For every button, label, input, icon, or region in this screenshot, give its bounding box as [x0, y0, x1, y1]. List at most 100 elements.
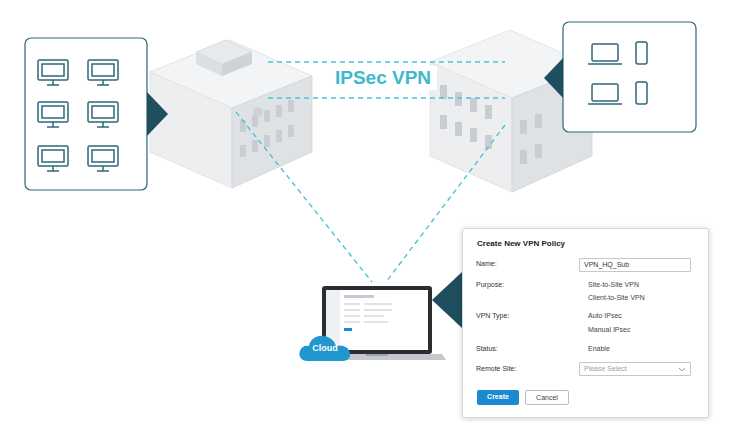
- cloud-badge: Cloud: [298, 334, 352, 362]
- hq-device-panel-part-part: [92, 150, 114, 162]
- hq-device-panel-part-part: [47, 126, 59, 128]
- laptop-part: [326, 290, 428, 350]
- branch-building-part-part: [520, 120, 527, 134]
- option-text: Enable: [588, 345, 610, 353]
- chevron-icon: [678, 367, 686, 373]
- hq-building-part: [253, 107, 263, 117]
- hq-device-panel-part-part: [38, 102, 68, 122]
- laptop-part-part: [344, 303, 360, 305]
- hq-device-panel-part-part: [38, 60, 68, 80]
- hq-device-panel-part-part: [42, 150, 64, 162]
- hq-building-part-part: [288, 125, 294, 137]
- hq-device-panel-part-part: [42, 64, 64, 76]
- laptop-part: [322, 286, 432, 354]
- hq-building-part: [196, 52, 222, 76]
- primary-button: Create: [477, 390, 519, 405]
- button-text: Cancel: [526, 391, 568, 402]
- select-placeholder: Please Select: [580, 363, 690, 373]
- hq-building-part: [222, 52, 252, 76]
- option-text: Manual IPsec: [588, 326, 630, 334]
- branch-building-part-part: [470, 128, 477, 142]
- branch-device-panel-part: [544, 58, 563, 98]
- dialog-pointer: [432, 272, 462, 328]
- hq-device-panel-part-part: [42, 106, 64, 118]
- hq-device-panel-part-part: [88, 60, 118, 80]
- laptop-part-part: [344, 309, 360, 311]
- hq-device-panel-part: [38, 60, 118, 171]
- branch-device-panel: [544, 22, 696, 132]
- vpn-tunnel-lines-part: [268, 61, 505, 62]
- tunnel-label: IPSec VPN: [329, 66, 437, 90]
- hq-device-panel-part: [147, 92, 168, 136]
- hq-device-panel-part-part: [97, 126, 109, 128]
- hq-device-panel-part-part: [38, 146, 68, 166]
- branch-building-part-part: [535, 144, 542, 158]
- laptop-part-part: [364, 309, 392, 311]
- branch-building-part-part: [440, 85, 447, 99]
- vpn-tunnel-lines-part: [236, 112, 372, 282]
- branch-device-panel-part: [588, 42, 647, 104]
- laptop-part-part: [364, 321, 388, 323]
- hq-device-panel: [25, 38, 168, 190]
- laptop-part-part: [344, 321, 360, 323]
- hq-building-part-part: [276, 130, 282, 142]
- option-text: Auto IPsec: [588, 312, 622, 320]
- branch-building-part-part: [440, 115, 447, 129]
- field-label: Status:: [476, 345, 498, 353]
- secondary-button: Cancel: [525, 390, 569, 405]
- checkbox-tick: [579, 349, 584, 353]
- hq-building-part: [150, 72, 232, 188]
- select-box: Please Select: [579, 362, 691, 376]
- dialog-heading: Create New VPN Policy: [463, 229, 708, 248]
- button-text: Create: [477, 390, 519, 401]
- hq-device-panel-part-part: [47, 84, 59, 86]
- vpn-tunnel-lines-part: [268, 97, 505, 98]
- branch-building-part: [430, 62, 512, 192]
- field-label: Remote Site:: [476, 365, 516, 373]
- branch-device-panel-part-part: [592, 84, 618, 101]
- branch-building-part-part: [470, 98, 477, 112]
- hq-device-panel-part-part: [92, 64, 114, 76]
- branch-building-part-part: [535, 114, 542, 128]
- branch-device-panel-part-part: [592, 44, 618, 61]
- hq-building-part-part: [240, 145, 246, 157]
- branch-building-part-part: [455, 122, 462, 136]
- option-text: Site-to-Site VPN: [588, 281, 639, 289]
- input-value: VPN_HQ_Sub: [580, 259, 690, 269]
- hq-building-part-part: [288, 100, 294, 112]
- hq-building-part-part: [252, 140, 258, 152]
- branch-device-panel-part-part: [636, 42, 647, 64]
- branch-device-panel-part-part: [636, 82, 647, 104]
- laptop-part: [344, 295, 374, 298]
- field-label: VPN Type:: [476, 312, 509, 320]
- hq-building-part: [232, 76, 312, 188]
- hq-device-panel-part-part: [47, 170, 59, 172]
- hq-building-part-part: [264, 135, 270, 147]
- hq-device-panel-part: [25, 38, 147, 190]
- dialog-panel: VPN_HQ_SubPlease SelectCreate Cancel Creat…: [462, 228, 709, 418]
- hq-building-part-part: [264, 110, 270, 122]
- branch-device-panel-part-part: [588, 103, 622, 105]
- hq-device-panel-part-part: [92, 106, 114, 118]
- field-label: Purpose:: [476, 281, 504, 289]
- option-text: Client-to-Site VPN: [588, 294, 645, 302]
- hq-device-panel-part-part: [97, 170, 109, 172]
- hq-device-panel-part-part: [97, 84, 109, 86]
- field-label: Name:: [476, 260, 497, 268]
- hq-building-part: [240, 100, 294, 157]
- branch-device-panel-part-part: [588, 63, 622, 65]
- laptop-part-part: [364, 315, 384, 317]
- branch-building-part-part: [455, 92, 462, 106]
- laptop-part: [344, 303, 392, 323]
- laptop-part: [344, 328, 352, 331]
- branch-building-part-part: [485, 105, 492, 119]
- cloud-label: Cloud: [298, 334, 352, 353]
- hq-device-panel-part-part: [88, 146, 118, 166]
- branch-building-part-part: [520, 150, 527, 164]
- text-input: VPN_HQ_Sub: [579, 258, 691, 272]
- branch-building-part: [440, 85, 542, 164]
- branch-device-panel-part: [563, 22, 696, 132]
- laptop-part: [366, 354, 388, 356]
- hq-building-part-part: [276, 105, 282, 117]
